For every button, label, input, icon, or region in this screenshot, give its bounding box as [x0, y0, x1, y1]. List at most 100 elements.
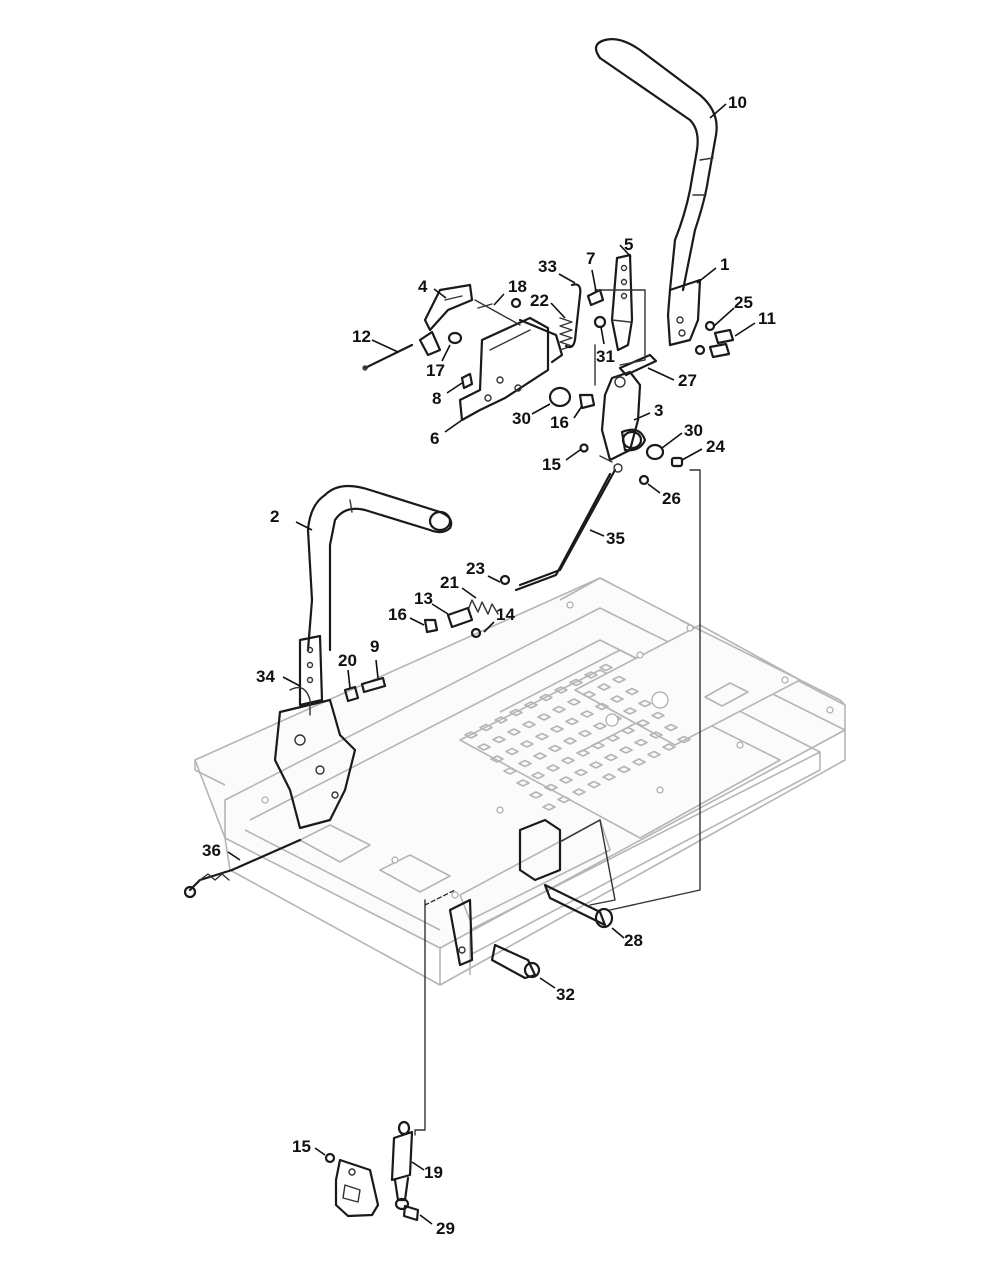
- perforation: [565, 717, 579, 726]
- perforation: [677, 735, 691, 744]
- left-pivot-assembly: [273, 634, 357, 830]
- gas-spring-bracket: [334, 1158, 380, 1218]
- perforation: [647, 750, 661, 759]
- callout-4: 4: [418, 277, 428, 296]
- spring-22: [559, 317, 573, 351]
- control-bracket-plate: [458, 316, 564, 422]
- callout-32: 32: [556, 985, 575, 1004]
- floor-plate-pattern: [464, 663, 691, 811]
- perforation: [561, 756, 575, 765]
- gas-spring-19: [390, 1120, 414, 1211]
- cable-36: [183, 838, 302, 899]
- callout-10: 10: [728, 93, 747, 112]
- perforation: [548, 744, 562, 753]
- leader-lines: [227, 103, 756, 1225]
- perforation: [503, 767, 517, 775]
- perforation: [520, 740, 534, 748]
- perforation: [464, 731, 478, 739]
- perforation: [599, 663, 613, 672]
- perforation: [632, 758, 646, 766]
- perforation: [494, 716, 508, 724]
- perforation: [610, 695, 624, 703]
- frame-bracket-left: [448, 898, 474, 967]
- perforation: [662, 743, 676, 751]
- callout-17: 17: [426, 361, 445, 380]
- perforation: [524, 701, 538, 709]
- perforation: [509, 708, 523, 717]
- upper-pivot-arm: [610, 253, 634, 352]
- callout-25: 25: [734, 293, 753, 312]
- perforation: [636, 719, 650, 727]
- perforation: [604, 753, 618, 762]
- callout-33: 33: [538, 257, 557, 276]
- callout-22: 22: [530, 291, 549, 310]
- pivot-shaft-28: [518, 818, 616, 929]
- callout-27: 27: [678, 371, 697, 390]
- callout-16b: 16: [388, 605, 407, 624]
- perforation: [557, 795, 571, 804]
- perforation: [651, 711, 665, 720]
- perforation: [569, 678, 583, 687]
- perforation: [544, 783, 558, 792]
- perforation: [574, 768, 588, 777]
- hardware: [343, 288, 735, 703]
- perforation: [623, 707, 637, 715]
- callout-31: 31: [596, 347, 615, 366]
- linkage-rod-35: [514, 463, 623, 592]
- perforation: [595, 702, 609, 711]
- perforation: [518, 759, 532, 768]
- perforation: [516, 779, 530, 787]
- perforation: [572, 788, 586, 796]
- perforation: [552, 705, 566, 714]
- callout-34: 34: [256, 667, 275, 686]
- callout-8: 8: [432, 389, 442, 408]
- perforation: [537, 713, 551, 721]
- perforation: [477, 743, 491, 751]
- perforation: [490, 755, 504, 763]
- perforation: [587, 780, 601, 789]
- pivot-arm-assembly: [599, 370, 647, 463]
- perforation: [505, 747, 519, 756]
- perforation: [507, 728, 521, 736]
- bolt-32: [490, 943, 541, 980]
- perforation: [550, 725, 564, 733]
- perforation: [602, 773, 616, 781]
- callout-11: 11: [758, 309, 776, 328]
- perforation: [546, 764, 560, 772]
- clip-33: [564, 283, 582, 349]
- right-control-lever: [594, 38, 718, 292]
- callout-35: 35: [606, 529, 625, 548]
- perforation: [584, 671, 598, 679]
- callout-6: 6: [430, 429, 440, 448]
- callout-18: 18: [508, 277, 527, 296]
- callout-28: 28: [624, 931, 643, 950]
- perforation: [589, 761, 603, 769]
- perforation: [539, 693, 553, 702]
- perforation: [597, 683, 611, 691]
- perforation: [533, 752, 547, 760]
- perforation: [542, 803, 556, 811]
- callout-24: 24: [706, 437, 725, 456]
- callout-30b: 30: [684, 421, 703, 440]
- perforation: [554, 686, 568, 694]
- callout-26: 26: [662, 489, 681, 508]
- callout-15b: 15: [292, 1137, 311, 1156]
- perforation: [479, 723, 493, 732]
- perforation: [619, 746, 633, 754]
- perforation: [578, 729, 592, 738]
- callout-21: 21: [440, 573, 459, 592]
- perforation: [580, 710, 594, 718]
- perforation: [617, 765, 631, 774]
- callout-29: 29: [436, 1219, 455, 1238]
- perforation: [582, 690, 596, 699]
- callout-3: 3: [654, 401, 664, 420]
- callout-2: 2: [270, 507, 280, 526]
- perforation: [535, 732, 549, 741]
- callout-5: 5: [624, 235, 634, 254]
- callout-12: 12: [352, 327, 371, 346]
- perforation: [529, 791, 543, 799]
- perforation: [591, 741, 605, 750]
- perforation: [621, 726, 635, 735]
- callout-23: 23: [466, 559, 485, 578]
